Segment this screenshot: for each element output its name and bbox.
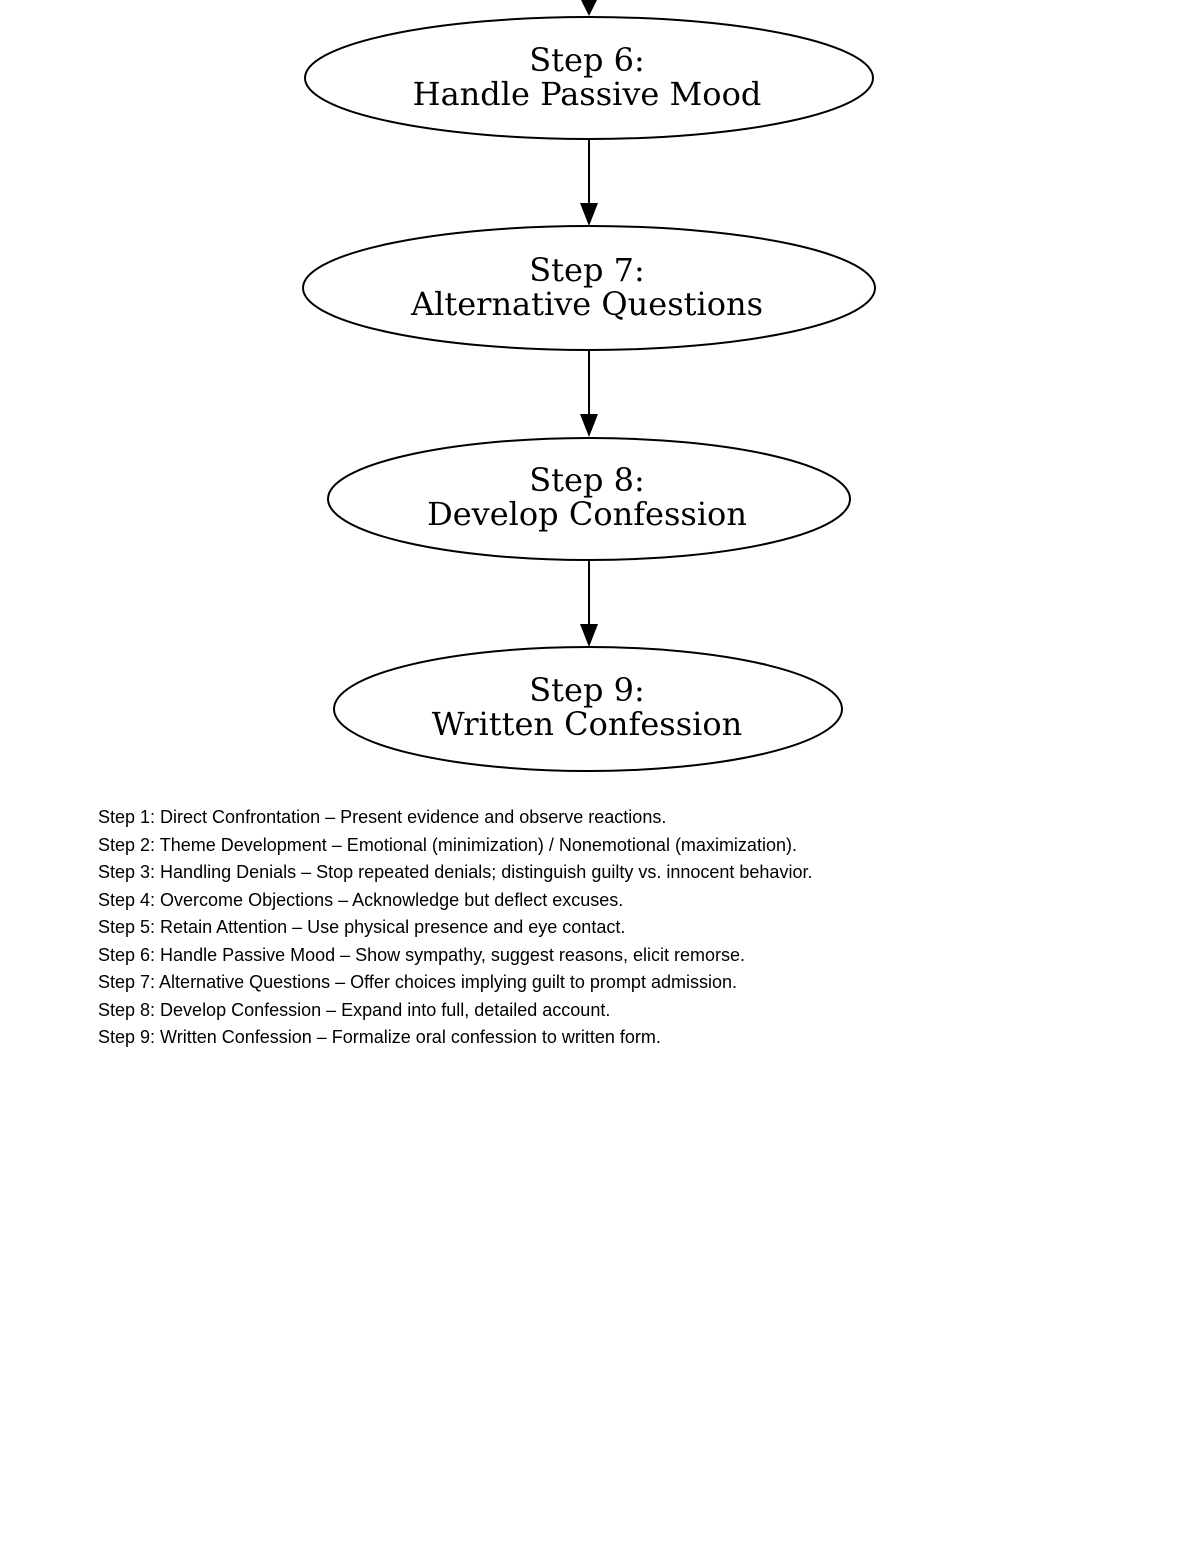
edge-step8-to-step9 — [580, 561, 598, 647]
node-step-6-label: Step 6: — [529, 41, 645, 79]
node-step-9-title: Written Confession — [432, 705, 743, 743]
node-step-8-label: Step 8: — [529, 461, 645, 499]
node-step-9-label: Step 9: — [529, 671, 645, 709]
node-step-6: Step 6: Handle Passive Mood — [304, 16, 874, 140]
node-step-6-title: Handle Passive Mood — [413, 75, 762, 113]
flowchart: Step 6: Handle Passive Mood Step 7: Alte… — [302, 0, 876, 772]
legend-step-4: Step 4: Overcome Objections – Acknowledg… — [98, 889, 624, 910]
legend-step-1: Step 1: Direct Confrontation – Present e… — [98, 807, 667, 827]
legend-step-6: Step 6: Handle Passive Mood – Show sympa… — [98, 944, 745, 965]
node-step-7: Step 7: Alternative Questions — [302, 225, 876, 351]
edge-step7-to-step8 — [580, 351, 598, 437]
node-step-8-title: Develop Confession — [427, 495, 747, 533]
node-step-9: Step 9: Written Confession — [333, 646, 843, 772]
legend-step-5: Step 5: Retain Attention – Use physical … — [98, 917, 626, 937]
legend-step-2: Step 2: Theme Development – Emotional (m… — [98, 834, 797, 855]
step-legend: Step 1: Direct Confrontation – Present e… — [98, 804, 1098, 1052]
legend-step-7: Step 7: Alternative Questions – Offer ch… — [98, 972, 737, 992]
node-step-8: Step 8: Develop Confession — [327, 437, 851, 561]
node-step-7-title: Alternative Questions — [410, 285, 763, 323]
edge-step5-to-step6 — [581, 0, 597, 16]
legend-step-9: Step 9: Written Confession – Formalize o… — [98, 1027, 661, 1047]
node-step-7-label: Step 7: — [529, 251, 645, 289]
edge-step6-to-step7 — [580, 140, 598, 226]
legend-step-3: Step 3: Handling Denials – Stop repeated… — [98, 862, 813, 882]
legend-step-8: Step 8: Develop Confession – Expand into… — [98, 999, 611, 1020]
